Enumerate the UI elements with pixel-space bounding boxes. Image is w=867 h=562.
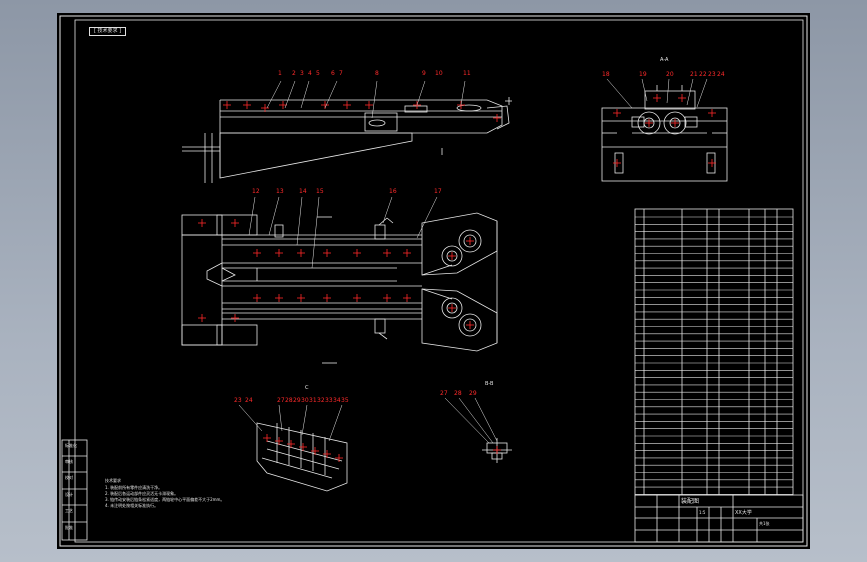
part-number: 33 (325, 397, 333, 404)
part-number: 24 (245, 397, 253, 404)
part-number: 17 (434, 188, 442, 195)
side-label: 标准化 (65, 443, 77, 448)
side-label: 校对 (65, 475, 73, 480)
bom-table (634, 208, 794, 496)
detail-right-label: B-B (485, 381, 494, 387)
school-name: XX大学 (735, 510, 752, 516)
part-number: 22 (699, 71, 707, 78)
part-number: 7 (339, 70, 343, 77)
part-number: 12 (252, 188, 260, 195)
red-markers (198, 94, 716, 462)
part-number: 18 (602, 71, 610, 78)
part-number: 10 (435, 70, 443, 77)
notes-title: 技术要求 (105, 478, 121, 483)
part-number: 35 (341, 397, 349, 404)
inner-frame (74, 19, 804, 543)
part-number: 6 (331, 70, 335, 77)
side-table (61, 439, 88, 541)
bom-rows (635, 216, 793, 495)
title-block (634, 494, 804, 543)
leader-lines (238, 78, 708, 444)
part-number: 28 (454, 390, 462, 397)
scale-value: 1:5 (699, 510, 706, 515)
note-line: 1. 装配前所有零件应清洗干净。 (105, 485, 163, 490)
part-number: 32 (317, 397, 325, 404)
part-number: 19 (639, 71, 647, 78)
part-number: 16 (389, 188, 397, 195)
plan-view (181, 212, 498, 364)
outer-frame (59, 15, 808, 547)
part-number: 21 (690, 71, 698, 78)
technical-title-box: [ 技术要求 ] (89, 27, 127, 36)
side-view (601, 85, 728, 182)
drawing-sheet: [ 技术要求 ] 1 2 3 4 5 6 7 8 9 10 11 12 13 1… (57, 13, 810, 549)
part-number: 27 (277, 397, 285, 404)
part-number: 27 (440, 390, 448, 397)
part-number: 14 (299, 188, 307, 195)
part-number: 24 (717, 71, 725, 78)
part-number: 4 (308, 70, 312, 77)
part-number: 29 (293, 397, 301, 404)
side-view-label: A-A (660, 57, 669, 63)
part-number: 11 (463, 70, 471, 77)
part-number: 8 (375, 70, 379, 77)
detail-left (256, 422, 348, 492)
part-number: 15 (316, 188, 324, 195)
top-view (182, 97, 512, 183)
part-number: 28 (285, 397, 293, 404)
drawing-name: 装配图 (681, 498, 700, 505)
part-number: 13 (276, 188, 284, 195)
side-label: 审核 (65, 459, 73, 464)
detail-left-label: C (305, 385, 309, 391)
part-number: 3 (300, 70, 304, 77)
note-line: 3. 链传动安装后链条松紧适度，两链轮中心平面偏差不大于2mm。 (105, 497, 225, 502)
part-number: 5 (316, 70, 320, 77)
part-number: 23 (234, 397, 242, 404)
side-label: 批准 (65, 525, 73, 530)
note-line: 2. 装配后各运动部件应灵活无卡滞现象。 (105, 491, 179, 496)
side-label: 设计 (65, 492, 73, 497)
part-number: 20 (666, 71, 674, 78)
part-number: 2 (292, 70, 296, 77)
part-number: 1 (278, 70, 282, 77)
note-line: 4. 未注明处按相关标准执行。 (105, 503, 159, 508)
drawing-canvas (59, 15, 808, 547)
part-number: 31 (309, 397, 317, 404)
sheet-count: 共1张 (759, 521, 770, 526)
part-number: 9 (422, 70, 426, 77)
part-number: 23 (708, 71, 716, 78)
part-number: 29 (469, 390, 477, 397)
part-number: 30 (301, 397, 309, 404)
side-label: 工艺 (65, 508, 73, 513)
part-number: 34 (333, 397, 341, 404)
